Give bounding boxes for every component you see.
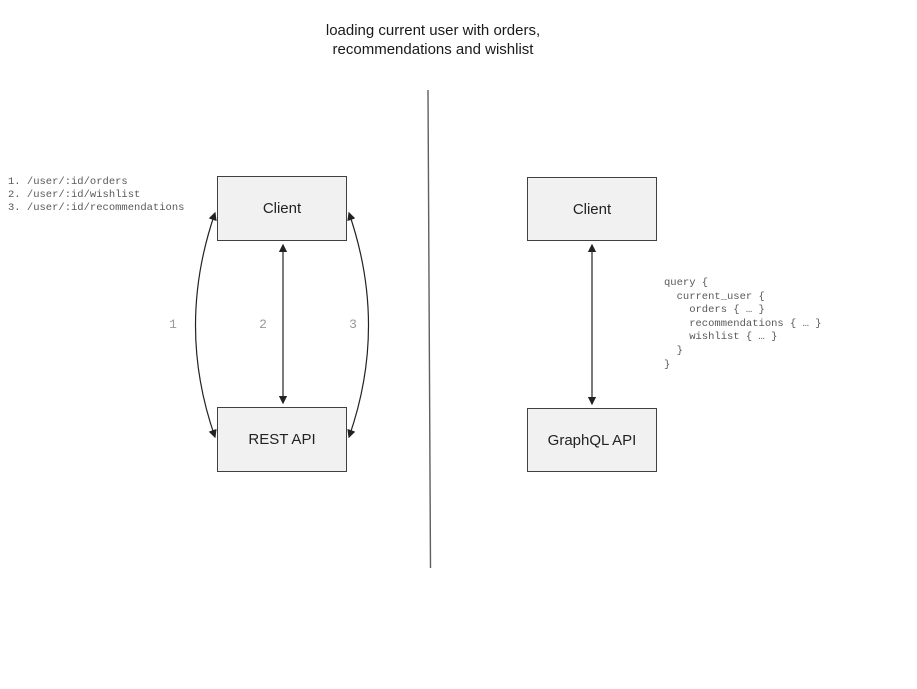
client-box-right: Client bbox=[527, 177, 657, 241]
graphql-api-box-label: GraphQL API bbox=[547, 431, 637, 449]
rest-api-box-label: REST API bbox=[248, 431, 316, 448]
rest-arrow-1-curve bbox=[194, 211, 217, 439]
graphql-api-box: GraphQL API bbox=[527, 408, 657, 472]
arrow-label-3: 3 bbox=[349, 317, 357, 332]
divider-line bbox=[427, 89, 432, 569]
graphql-query-snippet: query { current_user { orders { … } reco… bbox=[664, 277, 822, 371]
client-box-left-label: Client bbox=[262, 200, 302, 217]
client-box-left: Client bbox=[217, 176, 347, 241]
arrow-label-1: 1 bbox=[169, 317, 177, 332]
client-box-right-label: Client bbox=[572, 200, 612, 218]
diagram-title: loading current user with orders, recomm… bbox=[325, 22, 541, 58]
rest-endpoints-list: 1. /user/:id/orders 2. /user/:id/wishlis… bbox=[8, 176, 185, 214]
rest-api-box: REST API bbox=[217, 407, 347, 472]
arrow-label-2: 2 bbox=[259, 317, 267, 332]
